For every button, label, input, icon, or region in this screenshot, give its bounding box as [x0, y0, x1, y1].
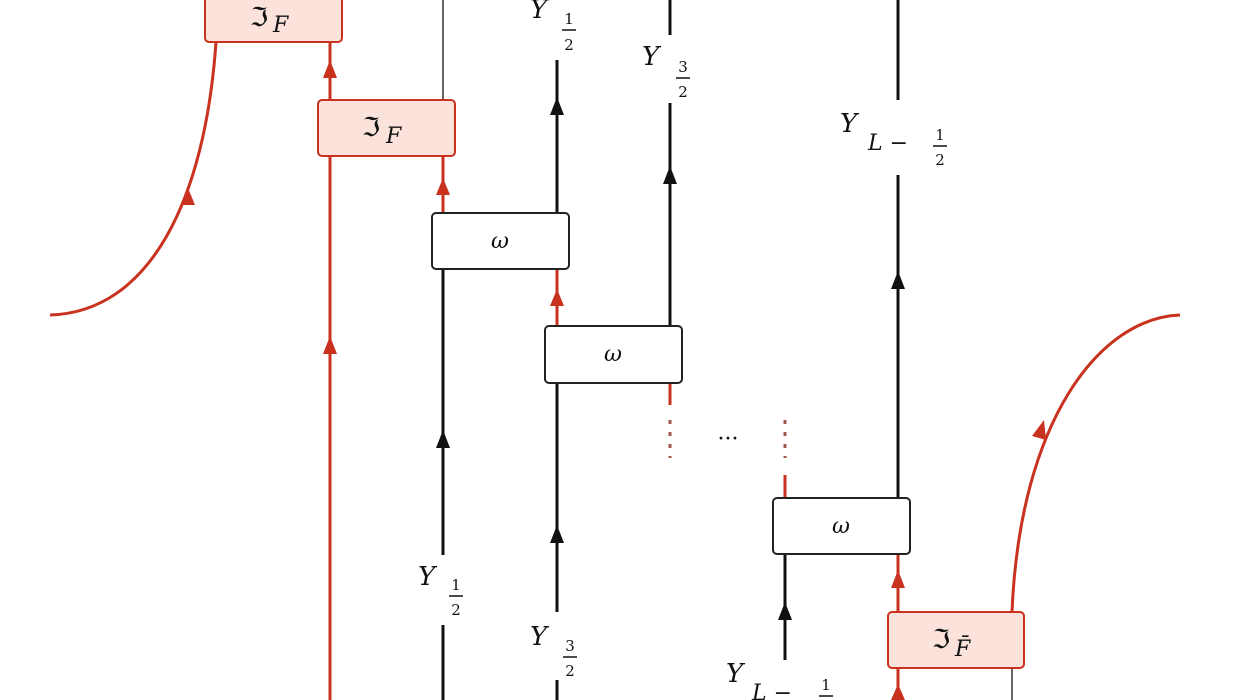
box-symbol: ℑ — [250, 3, 268, 33]
arrow-icon — [1032, 420, 1046, 440]
arrow-icon — [550, 525, 564, 543]
math-label-part: 2 — [935, 151, 945, 169]
arrow-icon — [891, 271, 905, 289]
box-subscript: F — [272, 13, 289, 38]
box-omega-3: ω — [772, 497, 911, 555]
math-label-part: Y — [530, 622, 550, 652]
box-frak-F-2: ℑ F — [317, 99, 456, 157]
diagram-mark — [772, 497, 911, 555]
box-symbol: ℑ — [932, 625, 950, 655]
ellipsis: ··· — [718, 427, 739, 452]
math-label-part: 1 — [821, 676, 831, 694]
math-label-part: 2 — [451, 601, 461, 619]
arrow-icon — [181, 188, 195, 205]
box-frak-F-1: ℑ F — [204, 0, 343, 43]
label-Y-threehalf-top: Y 3 2 — [642, 42, 690, 101]
arrow-icon — [550, 289, 564, 306]
arrow-icon — [323, 60, 337, 78]
diagram-mark — [887, 611, 1025, 669]
box-symbol: ω — [604, 342, 622, 367]
math-label-part: 3 — [678, 58, 688, 76]
math-label-part: Y — [642, 42, 662, 72]
label-Y-half-bottom: Y 1 2 — [418, 562, 463, 619]
diagram-mark — [204, 0, 343, 43]
box-subscript: F — [385, 124, 402, 149]
math-label-part: L − — [751, 681, 792, 700]
diagram-mark — [544, 325, 683, 384]
diagram-mark — [317, 99, 456, 157]
diagram-mark — [431, 212, 570, 270]
math-label-part: Y — [726, 659, 746, 689]
math-label-part: 3 — [565, 637, 575, 655]
label-Y-half-top: Y 1 2 — [530, 0, 576, 54]
arrow-icon — [550, 97, 564, 115]
box-subscript: F̄ — [954, 635, 971, 662]
arrow-icon — [891, 684, 905, 700]
label-Y-L-half-top: Y L − 1 2 — [840, 109, 947, 169]
math-label-part: 2 — [564, 36, 574, 54]
box-frak-F-bar: ℑ F̄ — [887, 611, 1025, 669]
math-label-part: 1 — [935, 126, 945, 144]
math-label-part: L − — [867, 131, 908, 156]
arrow-icon — [436, 430, 450, 448]
label-Y-L-half-bottom: Y L − 1 2 — [726, 659, 833, 700]
arrow-icon — [663, 166, 677, 184]
arrow-icon — [323, 336, 337, 354]
box-symbol: ℑ — [362, 113, 380, 143]
arrow-icon — [778, 602, 792, 620]
left-red-curve — [49, 41, 218, 317]
math-label-part: Y — [530, 0, 550, 25]
box-omega-1: ω — [431, 212, 570, 270]
box-symbol: ω — [832, 514, 850, 539]
label-Y-threehalf-bottom: Y 3 2 — [530, 622, 577, 680]
math-label-part: Y — [840, 109, 860, 139]
math-label-part: Y — [418, 562, 438, 592]
math-label-part: 2 — [565, 662, 575, 680]
math-label-part: 2 — [678, 83, 688, 101]
box-omega-2: ω — [544, 325, 683, 384]
right-red-curve — [1010, 313, 1181, 613]
math-label-part: 1 — [564, 10, 574, 28]
box-symbol: ω — [491, 229, 509, 254]
math-label-part: 1 — [451, 576, 461, 594]
arrow-icon — [891, 570, 905, 588]
arrow-icon — [436, 178, 450, 195]
